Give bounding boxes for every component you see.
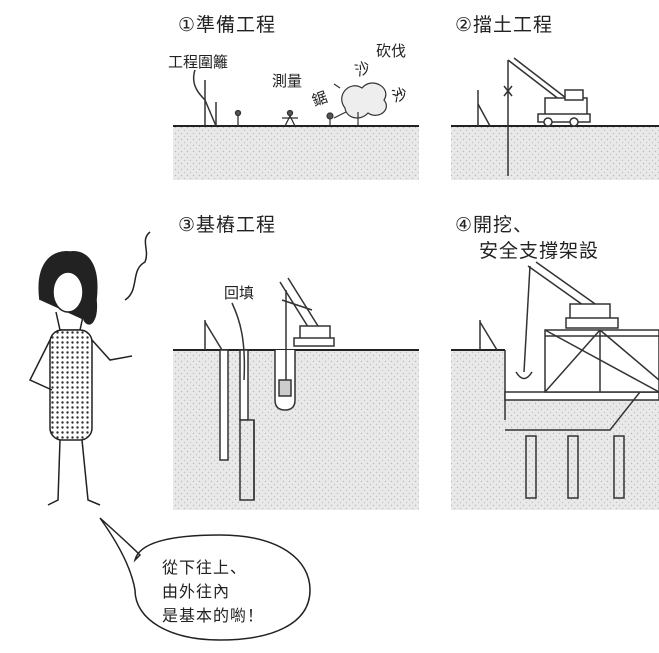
piles-bottom [525, 435, 625, 499]
panel-excavation [451, 261, 659, 510]
step-4-title: ④開挖、 [455, 210, 533, 237]
fence-post [193, 69, 217, 127]
ground-soil-1 [173, 126, 419, 180]
pile-backfill [219, 302, 255, 501]
step-3-number: ③ [178, 214, 197, 236]
woman-character [28, 231, 151, 506]
tree-felling [326, 82, 403, 126]
speech-bubble [99, 517, 311, 641]
step-3-title: ③基樁工程 [178, 210, 276, 237]
step-2-number: ② [455, 14, 474, 36]
speech-bubble-text: 從下往上、 由外往內 是基本的喲！ [162, 556, 292, 628]
panel-preparation [173, 69, 419, 180]
fence-3 [204, 320, 223, 351]
step-4-text: 開挖、 [473, 214, 534, 236]
surveyor-figures [234, 109, 298, 127]
ground-soil-3 [173, 350, 419, 510]
step-1-title: ①準備工程 [178, 10, 276, 37]
fence-4 [479, 320, 498, 351]
step-1-text: 準備工程 [196, 14, 277, 36]
label-survey: 測量 [272, 72, 303, 90]
crane-on-deck [515, 261, 619, 380]
speech-line-3: 是基本的喲！ [162, 606, 265, 625]
step-1-number: ① [178, 14, 197, 36]
speech-line-1: 從下往上、 [162, 558, 248, 577]
label-backfill: 回填 [224, 284, 255, 302]
strut-frame [504, 329, 659, 431]
ground-soil-2 [451, 126, 659, 180]
step-4-number: ④ [455, 214, 474, 236]
panel-retaining-wall [451, 57, 659, 180]
speech-line-2: 由外往內 [162, 582, 231, 601]
step-3-text: 基樁工程 [196, 214, 277, 236]
dress [49, 329, 93, 441]
step-4-title-line2: 安全支撐架設 [479, 240, 600, 262]
panel-piles [173, 277, 419, 510]
step-2-title: ②擋土工程 [455, 10, 553, 37]
pile-rig [274, 277, 335, 411]
step-2-text: 擋土工程 [473, 14, 554, 36]
crane-small [477, 57, 591, 176]
label-felling: 砍伐 [376, 42, 407, 60]
label-fence: 工程圍籬 [168, 53, 229, 71]
